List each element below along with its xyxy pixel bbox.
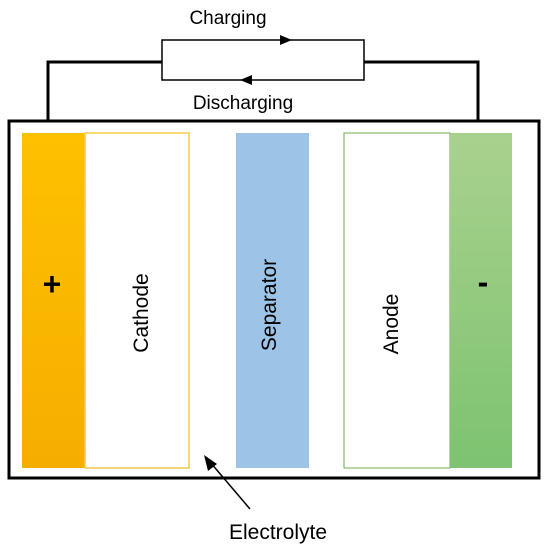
electrolyte-label: Electrolyte [229,521,327,544]
load-resistor [161,39,365,81]
external-circuit-wire-right [364,60,480,135]
anode-label: Anode [380,294,403,355]
pointer-arrow-icon [204,455,217,471]
electrolyte-pointer-line [209,461,251,510]
cathode-label: Cathode [130,273,153,352]
arrow-left-icon [240,75,252,85]
anode [343,132,451,469]
separator-label: Separator [258,259,281,351]
charging-label: Charging [189,8,266,29]
arrow-right-icon [280,35,292,45]
negative-sign: - [478,264,489,300]
cathode [84,132,190,469]
separator [236,133,309,468]
negative-terminal [450,133,512,468]
positive-sign: + [43,266,62,302]
discharging-label: Discharging [193,93,293,114]
positive-terminal [22,133,85,468]
external-circuit-wire [46,60,162,135]
